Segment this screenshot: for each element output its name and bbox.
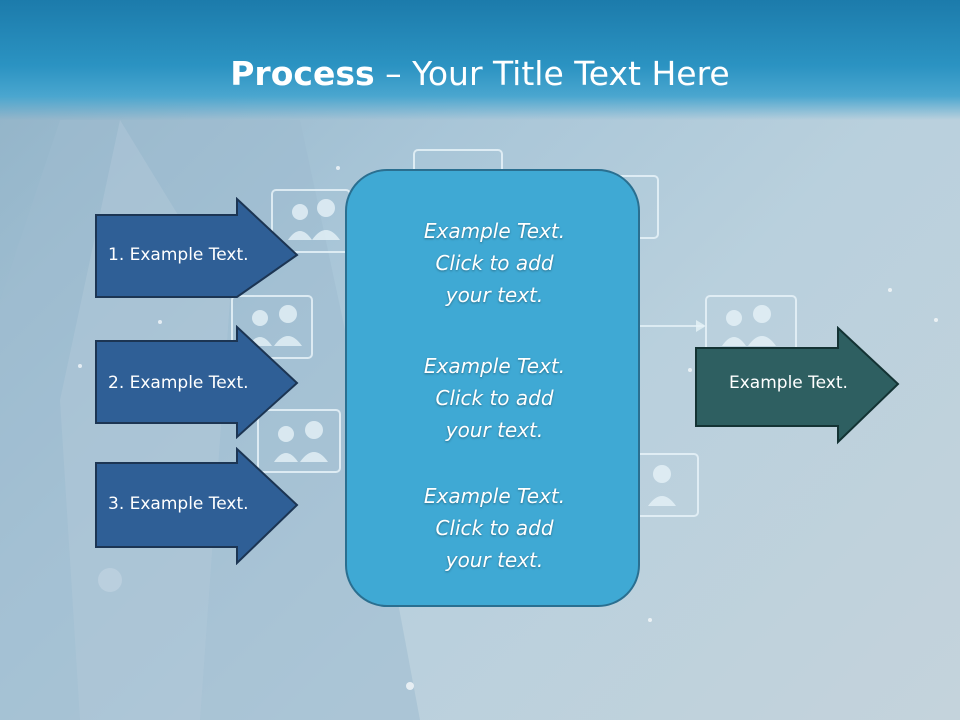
title-bold: Process [230,54,375,93]
center-item-3-line1: Example Text. [423,484,566,508]
center-item-1-line2: Click to add [435,251,554,275]
left-arrow-1[interactable] [94,197,299,301]
center-item-2[interactable]: Example Text. Click to add your text. [347,350,642,446]
center-item-3-line2: Click to add [435,516,554,540]
header-band [0,0,960,120]
left-arrow-2[interactable] [94,325,299,439]
left-arrow-3[interactable] [94,447,299,565]
center-item-1-line1: Example Text. [423,219,566,243]
center-item-2-line2: Click to add [435,386,554,410]
title-rest: – Your Title Text Here [374,54,730,93]
center-item-1[interactable]: Example Text. Click to add your text. [347,215,642,311]
right-arrow[interactable] [694,326,900,446]
center-item-3-line3: your text. [445,548,544,572]
center-item-2-line3: your text. [445,418,544,442]
left-arrow-2-label: 2. Example Text. [108,373,249,393]
center-item-3[interactable]: Example Text. Click to add your text. [347,480,642,576]
center-item-2-line1: Example Text. [423,354,566,378]
center-text-box[interactable]: Example Text. Click to add your text. Ex… [345,169,640,607]
center-item-1-line3: your text. [445,283,544,307]
slide-title: Process – Your Title Text Here [0,52,960,96]
left-arrow-1-label: 1. Example Text. [108,245,249,265]
left-arrow-3-label: 3. Example Text. [108,494,249,514]
right-arrow-label: Example Text. [729,373,848,393]
